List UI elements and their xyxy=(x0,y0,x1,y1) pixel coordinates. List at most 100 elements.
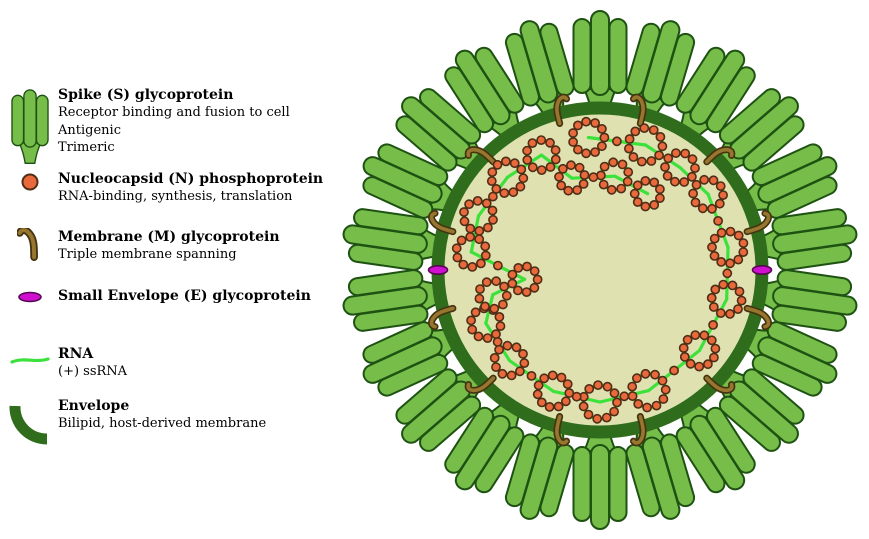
nucleocapsid-bead xyxy=(558,163,568,174)
nucleocapsid-bead xyxy=(518,348,528,359)
nucleocapsid-bead xyxy=(507,278,518,289)
nucleocapsid-bead xyxy=(571,391,582,402)
rna-icon xyxy=(4,345,56,381)
nucleocapsid-bead xyxy=(553,401,564,412)
nucleocapsid-bead xyxy=(649,177,660,188)
membrane-icon xyxy=(4,228,56,264)
nucleocapsid-bead xyxy=(627,391,638,401)
nucleocapsid-bead xyxy=(573,120,583,131)
nucleocapsid-bead xyxy=(599,132,610,143)
nucleocapsid-bead xyxy=(561,396,571,407)
nucleocapsid-bead xyxy=(568,137,578,147)
nucleocapsid-bead xyxy=(519,358,530,368)
nucleocapsid-bead xyxy=(662,170,673,181)
nucleocapsid-bead xyxy=(474,293,485,304)
nucleocapsid-bead xyxy=(492,336,503,347)
nucleocapsid-bead xyxy=(651,400,662,411)
spike-icon xyxy=(4,86,56,164)
nucleocapsid-bead xyxy=(474,234,485,245)
nucleocapsid-bead xyxy=(547,370,558,381)
nucleocapsid-bead xyxy=(708,175,719,186)
nucleocapsid-bead xyxy=(609,388,620,399)
nucleocapsid-bead xyxy=(708,319,718,330)
nucleocapsid-beads-group xyxy=(451,116,749,424)
legend-title-small-envelope: Small Envelope (E) glycoprotein xyxy=(58,288,311,304)
legend-item-envelope: Envelope Bilipid, host-derived membrane xyxy=(4,397,340,445)
nucleocapsid-bead xyxy=(691,179,702,190)
nucleocapsid-bead xyxy=(508,187,519,198)
nucleocapsid-bead xyxy=(636,156,647,167)
nucleocapsid-bead xyxy=(598,179,609,190)
nucleocapsid-bead xyxy=(687,154,698,165)
legend-item-rna: RNA (+) ssRNA xyxy=(4,345,340,381)
legend-line: RNA-binding, synthesis, translation xyxy=(58,189,293,204)
nucleocapsid-bead xyxy=(532,389,543,400)
nucleocapsid-bead xyxy=(597,123,607,134)
nucleocapsid-bead xyxy=(633,398,644,409)
nucleocapsid-bead xyxy=(539,373,550,384)
nucleocapsid-bead xyxy=(612,397,622,408)
legend-title-membrane: Membrane (M) glycoprotein xyxy=(58,229,280,245)
nucleocapsid-bead xyxy=(612,136,622,147)
nucleocapsid-bead xyxy=(492,159,503,170)
nucleocapsid-bead xyxy=(685,358,696,369)
nucleocapsid-bead xyxy=(663,153,674,164)
nucleocapsid-bead xyxy=(642,402,652,413)
nucleocapsid-bead xyxy=(556,372,567,383)
nucleocapsid-bead xyxy=(660,162,670,172)
nucleocapsid-bead xyxy=(624,134,635,144)
legend-line: Receptor binding and fusion to cell xyxy=(58,105,290,120)
nucleocapsid-bead xyxy=(709,352,719,363)
nucleocapsid-bead xyxy=(474,225,485,236)
nucleocapsid-bead xyxy=(630,126,641,137)
nucleocapsid-bead xyxy=(516,164,527,175)
nucleocapsid-bead xyxy=(716,227,727,238)
nucleocapsid-bead xyxy=(592,413,603,424)
nucleocapsid-bead xyxy=(707,242,717,253)
nucleocapsid-bead xyxy=(597,141,607,152)
nucleocapsid-bead xyxy=(456,235,467,246)
nucleocapsid-bead xyxy=(709,233,720,244)
legend-line: (+) ssRNA xyxy=(58,364,128,379)
nucleocapsid-bead xyxy=(581,148,591,159)
nucleocapsid-bead xyxy=(506,370,517,381)
nucleocapsid-bead xyxy=(725,258,735,269)
nucleocapsid-bead xyxy=(650,369,660,380)
nucleocapsid-bead xyxy=(472,195,483,206)
legend-text-spike: Spike (S) glycoprotein Receptor binding … xyxy=(56,86,290,164)
nucleocapsid-bead xyxy=(501,290,512,301)
small-envelope-protein xyxy=(427,265,449,275)
nucleocapsid-bead xyxy=(494,311,505,322)
nucleocapsid-bead xyxy=(632,197,643,207)
nucleocapsid-bead xyxy=(710,284,721,295)
legend-line: Antigenic xyxy=(58,122,121,138)
legend-line: Trimeric xyxy=(58,140,115,155)
nucleocapsid-bead xyxy=(578,178,589,189)
nucleocapsid-bead xyxy=(646,156,657,166)
nucleocapsid-bead xyxy=(616,183,627,194)
nucleocapsid-bead xyxy=(487,191,498,202)
nucleocapsid-bead xyxy=(639,123,650,134)
nucleocapsid-bead xyxy=(487,167,498,177)
nucleocapsid-bead xyxy=(710,343,721,354)
nucleocapsid-bead xyxy=(481,277,492,288)
nucleocapsid-bead xyxy=(491,276,502,287)
legend-text-nucleocapsid: Nucleocapsid (N) phosphoprotein RNA-bind… xyxy=(56,170,323,206)
nucleocapsid-bead xyxy=(458,259,469,270)
nucleocapsid-bead xyxy=(522,145,532,156)
nucleocapsid-bead xyxy=(590,118,600,128)
nucleocapsid-bead xyxy=(566,160,576,171)
nucleocapsid-bead xyxy=(578,401,589,412)
nucleocapsid-bead xyxy=(556,180,567,191)
nucleocapsid-bead xyxy=(482,333,493,343)
nucleocapsid-bead xyxy=(602,381,613,392)
nucleocapsid-bead xyxy=(554,171,564,182)
nucleocapsid-bead xyxy=(734,286,745,297)
nucleocapsid-bead xyxy=(657,375,668,386)
nucleocapsid-bead xyxy=(507,269,518,280)
nucleocapsid-bead xyxy=(584,383,595,394)
nucleocapsid-bead xyxy=(513,262,524,273)
nucleocapsid-bead xyxy=(491,183,502,194)
nucleocapsid-bead xyxy=(526,370,537,381)
